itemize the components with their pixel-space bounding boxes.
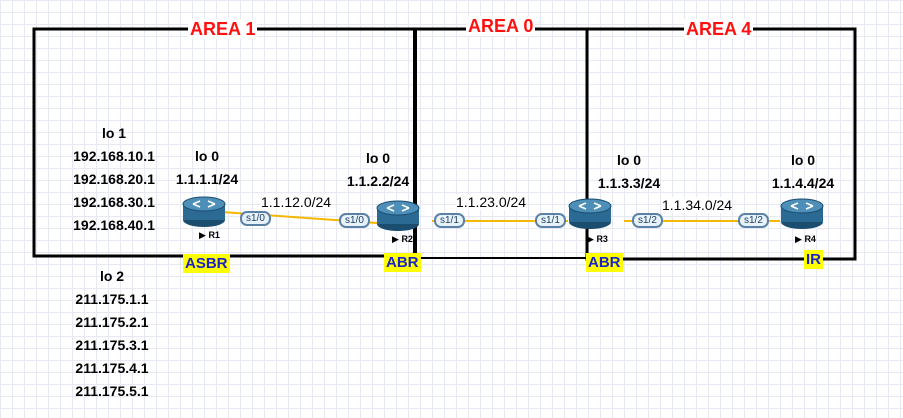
r1-loopback-title: lo 0 — [194, 148, 220, 164]
r2-name: ▶ R2 — [392, 234, 413, 245]
r4-role-badge: IR — [804, 250, 823, 269]
r1-port-label[interactable]: s1/0 — [240, 211, 271, 226]
r4-port-label[interactable]: s1/2 — [738, 213, 769, 228]
r3-name-text: R3 — [596, 234, 608, 244]
r2-port-label[interactable]: s1/1 — [434, 213, 465, 228]
r3-loopback: lo 0 1.1.3.3/24 — [584, 149, 674, 195]
r3-role-badge: ABR — [586, 253, 623, 272]
r3-port-label[interactable]: s1/2 — [632, 213, 663, 228]
r2-loopback-title: lo 0 — [365, 150, 391, 166]
r1-loopback: lo 0 1.1.1.1/24 — [162, 145, 252, 191]
play-triangle-icon: ▶ — [587, 234, 594, 244]
area-0-label: AREA 0 — [466, 16, 536, 36]
lo2-address: 211.175.4.1 — [75, 360, 149, 376]
r2-name-text: R2 — [401, 234, 413, 244]
lo2-address: 211.175.1.1 — [75, 291, 149, 307]
r3-port-label[interactable]: s1/1 — [535, 213, 566, 228]
r1-role-badge: ASBR — [183, 254, 230, 273]
area-4-label: AREA 4 — [684, 19, 754, 39]
r1-name: ▶ R1 — [199, 230, 220, 241]
r3-loopback-ip: 1.1.3.3/24 — [597, 175, 661, 191]
lo2-address: 211.175.3.1 — [75, 337, 149, 353]
r4-loopback: lo 0 1.1.4.4/24 — [758, 149, 848, 195]
area-1-label: AREA 1 — [188, 19, 258, 39]
lo1-address: 192.168.10.1 — [73, 148, 155, 164]
r2-loopback: lo 0 1.1.2.2/24 — [333, 147, 423, 193]
r3-name: ▶ R3 — [587, 234, 608, 245]
lo1-title: lo 1 — [101, 125, 127, 141]
r3-loopback-title: lo 0 — [616, 152, 642, 168]
lo2-block: lo 2 211.175.1.1 211.175.2.1 211.175.3.1… — [64, 265, 160, 403]
play-triangle-icon: ▶ — [392, 234, 399, 244]
play-triangle-icon: ▶ — [795, 234, 802, 244]
lo1-address: 192.168.20.1 — [73, 171, 155, 187]
lo2-address: 211.175.5.1 — [75, 383, 149, 399]
r2-loopback-ip: 1.1.2.2/24 — [346, 173, 410, 189]
router-r3-icon[interactable] — [568, 198, 612, 229]
lo2-address: 211.175.2.1 — [75, 314, 149, 330]
router-r1-icon[interactable] — [182, 196, 226, 227]
lo2-title: lo 2 — [99, 268, 125, 284]
r2-role-badge: ABR — [384, 253, 421, 272]
lo1-block: lo 1 192.168.10.1 192.168.20.1 192.168.3… — [64, 122, 164, 237]
link-r2-r3-subnet: 1.1.23.0/24 — [456, 194, 527, 210]
r2-port-label[interactable]: s1/0 — [339, 213, 370, 228]
r1-loopback-ip: 1.1.1.1/24 — [175, 171, 239, 187]
link-r1-r2-subnet: 1.1.12.0/24 — [261, 194, 332, 210]
r4-loopback-title: lo 0 — [790, 152, 816, 168]
link-r3-r4-subnet: 1.1.34.0/24 — [662, 197, 733, 213]
r4-loopback-ip: 1.1.4.4/24 — [771, 175, 835, 191]
router-r4-icon[interactable] — [780, 198, 824, 229]
lo1-address: 192.168.30.1 — [73, 194, 155, 210]
lo1-address: 192.168.40.1 — [73, 217, 155, 233]
r4-name: ▶ R4 — [795, 234, 816, 245]
r1-name-text: R1 — [208, 230, 220, 240]
router-r2-icon[interactable] — [376, 200, 420, 231]
play-triangle-icon: ▶ — [199, 230, 206, 240]
r4-name-text: R4 — [804, 234, 816, 244]
